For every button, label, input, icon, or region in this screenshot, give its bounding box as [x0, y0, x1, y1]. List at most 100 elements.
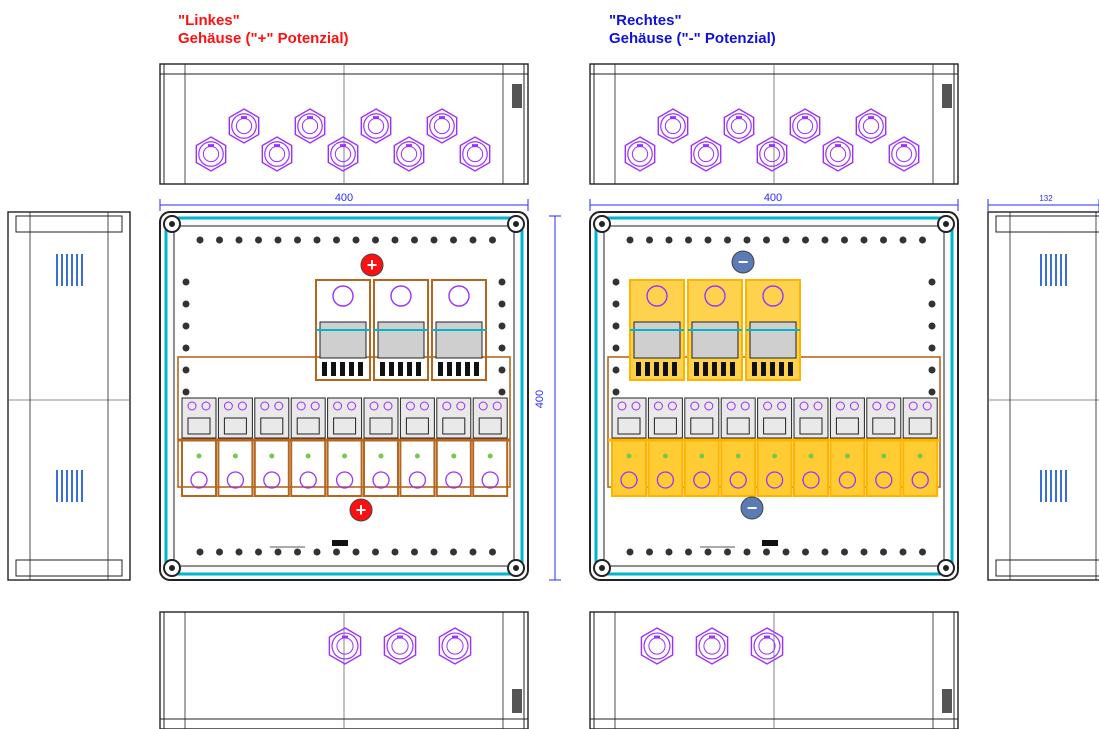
- right-front-mount-hole: [782, 236, 790, 244]
- right-front-terminal-screw: [813, 401, 823, 411]
- minus-circle-icon-symbol: −: [738, 252, 749, 272]
- cable-gland: [723, 108, 755, 144]
- left-housing-top-view: [159, 63, 529, 185]
- polarity-markers: ++−−: [349, 250, 764, 522]
- right-front-terminal-screw: [653, 401, 663, 411]
- right-front-output-screw: [729, 471, 747, 489]
- top-left-housing-clip: [512, 84, 522, 108]
- side-depth-label: 132: [1039, 194, 1053, 203]
- cable-gland-ring: [198, 141, 224, 167]
- right-front-side-hole: [612, 388, 620, 396]
- left-front-terminal-window: [333, 417, 357, 435]
- left-front-side-hole: [182, 366, 190, 374]
- cable-gland-ring: [396, 141, 422, 167]
- cable-gland-hex: [294, 108, 326, 144]
- left-front-terminal-window: [442, 417, 466, 435]
- cable-gland-ring: [726, 113, 752, 139]
- top-right-housing-clip: [942, 84, 952, 108]
- cable-gland-ring: [386, 632, 414, 660]
- right-housing-title: "Rechtes" Gehäuse ("-" Potenzial): [609, 12, 776, 48]
- left-front-terminal-window: [296, 417, 320, 435]
- right-front-output-indicator: [772, 453, 778, 459]
- left-front-mount-hole: [255, 548, 262, 556]
- left-front-fuse-body: [319, 321, 367, 359]
- left-front-side-hole: [498, 322, 506, 330]
- left-front-output-indicator: [342, 453, 348, 459]
- right-front-fuse-pin: [752, 362, 757, 376]
- right-front-inner: [603, 225, 945, 567]
- right-front-mount-hole: [685, 236, 692, 244]
- right-width-label: 400: [764, 192, 782, 204]
- right-front-output-indicator: [735, 453, 741, 459]
- side-left-top-rim: [15, 215, 123, 233]
- cable-gland-ring: [627, 141, 653, 167]
- cable-gland-hex: [723, 108, 755, 144]
- cable-gland: [294, 108, 326, 144]
- right-front-fuse-pin: [663, 362, 668, 376]
- left-front-mount-hole: [333, 236, 340, 244]
- left-front-terminal-screw: [456, 401, 466, 411]
- right-front-side-hole: [928, 388, 936, 396]
- left-front-side-hole: [182, 344, 190, 352]
- cable-gland-mark: [274, 144, 280, 148]
- cable-gland: [822, 136, 854, 172]
- left-front-output-indicator: [487, 453, 493, 459]
- right-front-mount-hole: [899, 548, 907, 556]
- cable-gland-hex: [756, 136, 788, 172]
- right-front-output-indicator: [917, 453, 923, 459]
- left-front-fuse-pin: [389, 362, 394, 376]
- right-front-mount-hole: [704, 236, 712, 244]
- left-front-mount-hole: [430, 548, 438, 556]
- cable-gland-mark: [654, 635, 660, 639]
- plus-circle-icon: [360, 253, 384, 277]
- cable-gland-mark: [373, 116, 379, 120]
- left-front-side-hole: [498, 344, 506, 352]
- left-front-mount-hole: [313, 236, 321, 244]
- cable-gland: [855, 108, 887, 144]
- right-front-output-terminal: [793, 439, 829, 497]
- cable-gland-mark: [208, 144, 214, 148]
- cable-gland-mark: [901, 144, 907, 148]
- cable-gland-ring: [429, 113, 455, 139]
- right-front-terminal-screw: [763, 401, 773, 411]
- cable-gland-mark: [703, 144, 709, 148]
- left-front-fuse-pin: [438, 362, 443, 376]
- cable-gland-ring: [698, 632, 726, 660]
- minus-circle-icon: [740, 496, 764, 520]
- left-front-side-hole: [182, 388, 190, 396]
- right-front-side-hole: [928, 322, 936, 330]
- left-height-label: 400: [534, 390, 546, 408]
- cable-gland-hex: [695, 627, 729, 665]
- cable-gland-mark: [802, 116, 808, 120]
- right-front-terminal-screw: [704, 401, 714, 411]
- right-front-mount-hole: [821, 548, 829, 556]
- right-front-mount-hole: [821, 236, 829, 244]
- cable-gland-mark: [769, 144, 775, 148]
- right-front-fuse-pin: [672, 362, 677, 376]
- cable-gland: [383, 627, 417, 665]
- left-front-fuse-terminal: [448, 285, 470, 307]
- right-front-mount-hole: [841, 548, 848, 556]
- right-front-terminal-window: [872, 417, 896, 435]
- right-front-terminal-screw: [872, 401, 882, 411]
- right-front-mount-hole: [919, 236, 926, 244]
- cable-gland-hex: [690, 136, 722, 172]
- left-front-terminal-screw: [333, 401, 343, 411]
- left-front-output-screw: [481, 471, 499, 489]
- left-front-terminal-screw: [296, 401, 306, 411]
- right-front-side-hole: [928, 278, 936, 286]
- left-front-fuse-pin: [474, 362, 479, 376]
- right-housing-top-view: [589, 63, 959, 185]
- right-front-terminal-window: [763, 417, 787, 435]
- right-front-mount-hole: [919, 548, 926, 556]
- left-front-mount-hole: [430, 236, 438, 244]
- side-left-body: [7, 211, 131, 581]
- cable-gland: [328, 627, 362, 665]
- left-front-mount-hole: [411, 236, 418, 244]
- left-front-mount-hole: [196, 236, 204, 244]
- right-front-side-hole: [612, 300, 620, 308]
- cable-gland-hex: [327, 136, 359, 172]
- cable-gland-mark: [241, 116, 247, 120]
- cable-gland-ring: [462, 141, 488, 167]
- left-front-terminal-screw: [442, 401, 452, 411]
